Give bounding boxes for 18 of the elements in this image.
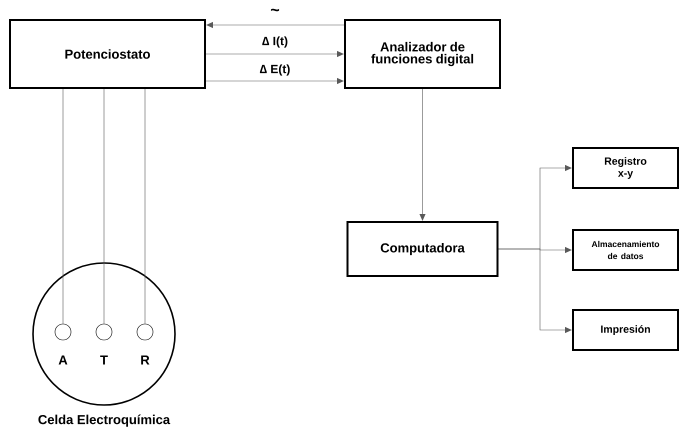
electrode-circle xyxy=(54,324,72,340)
process-box: Analizador de funciones digital xyxy=(344,19,501,89)
electrode-circle xyxy=(136,324,154,340)
electrode-circle xyxy=(96,324,112,340)
electrode-label: R xyxy=(141,356,150,364)
leader-line xyxy=(144,88,146,324)
process-box: Computadora xyxy=(346,221,498,277)
edge-label: ∆ E(t) xyxy=(260,64,290,76)
electrode-label: A xyxy=(58,356,68,364)
process-box: Impresión xyxy=(572,309,679,351)
process-box: Registro x-y xyxy=(572,147,679,189)
electrode-label: T xyxy=(100,356,108,364)
process-box: Potenciostato xyxy=(9,19,206,89)
edge-label: ~ xyxy=(270,8,280,12)
edge-label: ∆ I(t) xyxy=(262,36,288,48)
node-label: Celda Electroquímica xyxy=(38,414,170,427)
process-box: Almacenamiento de datos xyxy=(572,229,679,271)
leader-line xyxy=(62,88,64,324)
